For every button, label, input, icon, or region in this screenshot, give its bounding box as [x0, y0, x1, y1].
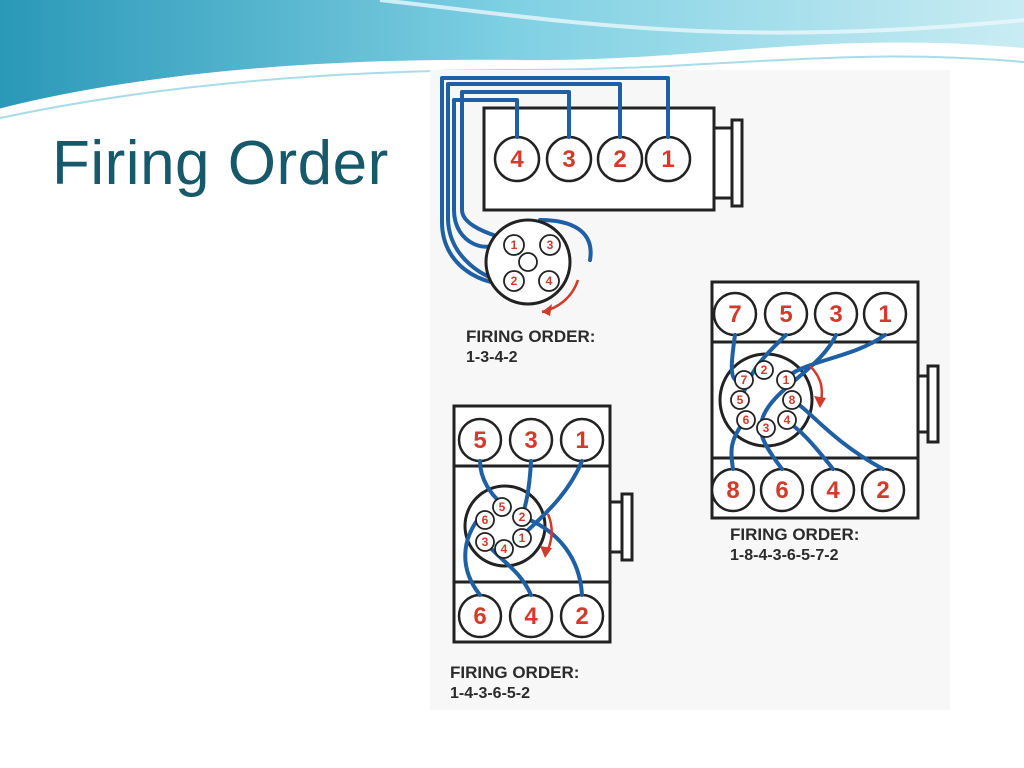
cylinder-label: 5 [473, 427, 486, 454]
cylinder-label: 4 [826, 477, 840, 504]
distributor-terminal: 4 [784, 413, 791, 427]
firing-order-heading: FIRING ORDER: [466, 327, 595, 346]
distributor-terminal: 6 [743, 413, 750, 427]
cylinder-label: 3 [829, 301, 842, 328]
distributor-terminal: 2 [519, 510, 526, 524]
cylinder-label: 1 [878, 301, 891, 328]
firing-order-diagrams: 4 3 2 1 1 3 2 4 FIRING ORDER: 1-3-4-2 [440, 76, 940, 702]
distributor-terminal: 8 [789, 393, 796, 407]
distributor-terminal: 7 [741, 373, 748, 387]
decorative-header-banner [0, 0, 1024, 119]
flywheel-housing [608, 500, 624, 554]
cylinder-label: 6 [775, 477, 788, 504]
distributor-terminal: 4 [546, 274, 553, 288]
distributor-terminal: 2 [511, 274, 518, 288]
slide-title: Firing Order [52, 129, 389, 198]
cylinder-label: 4 [524, 603, 538, 630]
cylinder-label: 1 [661, 146, 674, 173]
rotation-arrowhead [542, 304, 552, 316]
distributor-terminal: 6 [482, 513, 489, 527]
distributor-terminal: 5 [499, 500, 506, 514]
spark-wire [760, 333, 838, 422]
firing-order-sequence: 1-8-4-3-6-5-7-2 [730, 547, 839, 564]
distributor-terminal: 4 [501, 542, 508, 556]
distributor-terminal: 1 [519, 531, 526, 545]
diagram-v6: 5 3 1 6 4 2 5 6 2 3 1 4 FIRING ORDER: [450, 404, 634, 702]
flywheel [620, 492, 634, 562]
flywheel [730, 118, 744, 208]
cylinder-label: 2 [613, 146, 626, 173]
cylinder-label: 3 [562, 146, 575, 173]
distributor-terminal: 3 [482, 535, 489, 549]
cylinder-label: 5 [779, 301, 792, 328]
spark-wire [538, 218, 593, 262]
firing-order-sequence: 1-4-3-6-5-2 [450, 685, 530, 702]
diagram-inline-4: 4 3 2 1 1 3 2 4 FIRING ORDER: 1-3-4-2 [440, 76, 744, 366]
cylinder-label: 8 [726, 477, 739, 504]
distributor-terminal: 2 [761, 363, 768, 377]
cylinder-label: 2 [876, 477, 889, 504]
rotation-arrowhead [540, 546, 552, 558]
cylinder-label: 6 [473, 603, 486, 630]
spark-wire [518, 514, 584, 597]
spark-wire [524, 459, 584, 534]
cylinder-label: 7 [728, 301, 741, 328]
flywheel-housing [712, 126, 734, 200]
firing-order-sequence: 1-3-4-2 [466, 349, 518, 366]
rotation-arrowhead [814, 396, 826, 408]
distributor-terminal: 1 [511, 238, 518, 252]
cylinder-label: 4 [510, 146, 524, 173]
distributor-terminal: 1 [783, 373, 790, 387]
flywheel [926, 364, 940, 444]
distributor-terminal: 3 [547, 238, 554, 252]
cylinder-label: 2 [575, 603, 588, 630]
cylinder-label: 3 [524, 427, 537, 454]
firing-order-heading: FIRING ORDER: [450, 663, 579, 682]
distributor-terminal: 5 [737, 393, 744, 407]
distributor-terminal: 3 [763, 421, 770, 435]
cylinder-label: 1 [575, 427, 588, 454]
diagram-v8: 7 5 3 1 8 6 4 2 7 2 1 5 8 6 [710, 280, 940, 564]
firing-order-heading: FIRING ORDER: [730, 525, 859, 544]
